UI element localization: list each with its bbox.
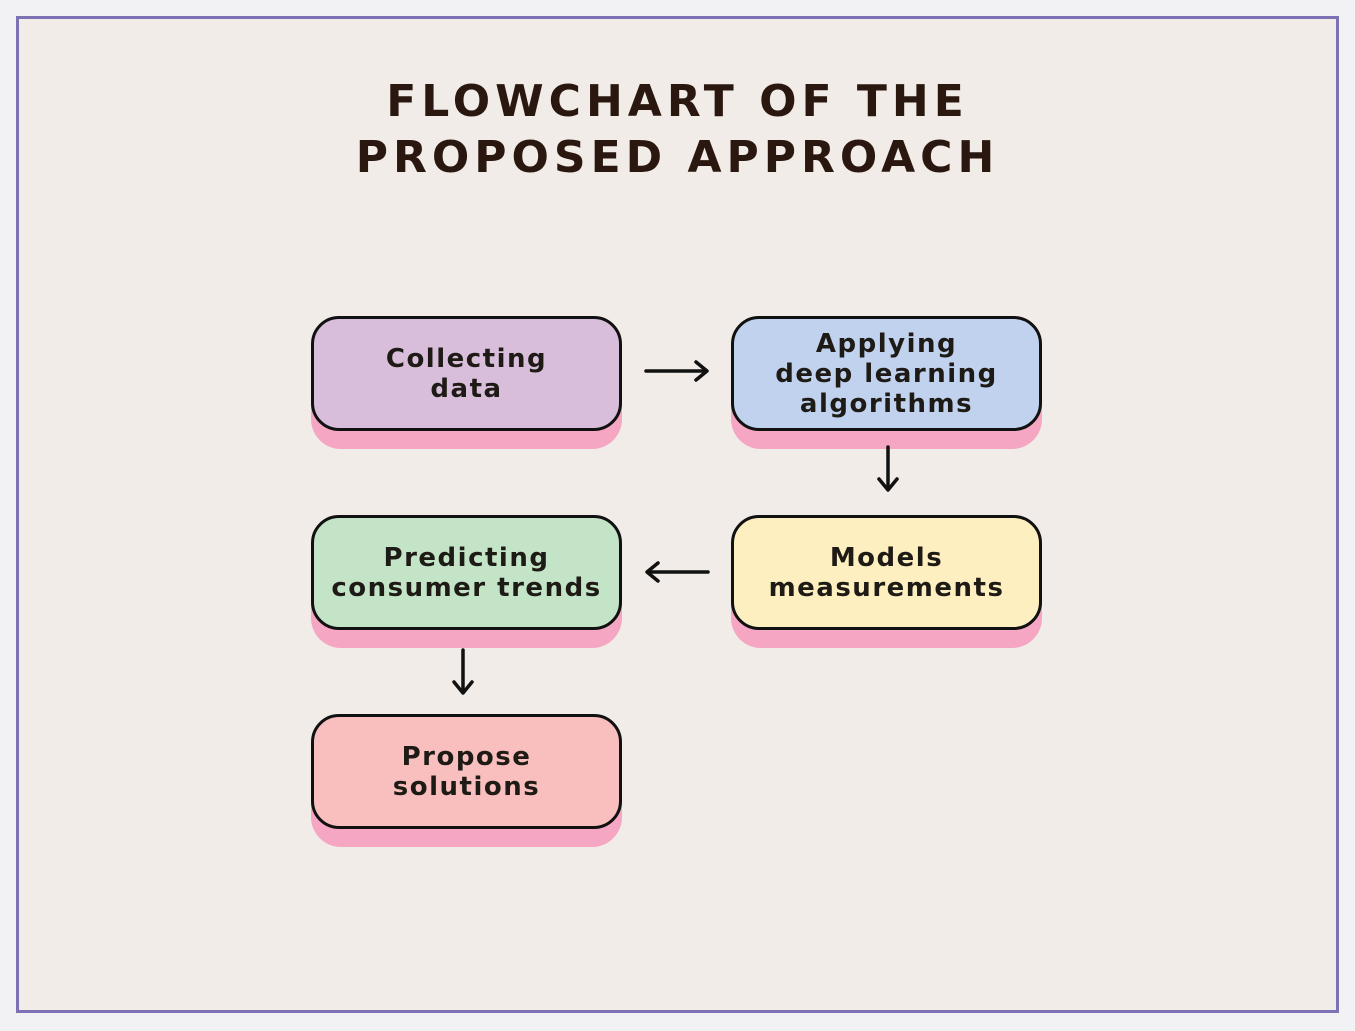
node-label-line: algorithms: [799, 388, 974, 419]
node-label-line: data: [430, 373, 503, 404]
node-label-line: Propose: [401, 741, 532, 772]
node-applying-deep-learning: Applying deep learning algorithms: [731, 316, 1042, 449]
diagram-frame: [16, 16, 1339, 1013]
node-box: Collecting data: [311, 316, 622, 431]
node-predicting-consumer-trends: Predicting consumer trends: [311, 515, 622, 648]
node-collecting-data: Collecting data: [311, 316, 622, 449]
node-label-line: solutions: [392, 771, 541, 802]
node-label-line: Collecting: [385, 343, 548, 374]
node-label-line: consumer trends: [331, 572, 602, 603]
node-label-line: Applying: [815, 328, 958, 359]
node-label-line: Models: [829, 542, 944, 573]
node-box: Models measurements: [731, 515, 1042, 630]
node-box: Propose solutions: [311, 714, 622, 829]
title-line-2: PROPOSED APPROACH: [355, 132, 1000, 183]
node-label-line: deep learning: [775, 358, 998, 389]
node-propose-solutions: Propose solutions: [311, 714, 622, 847]
node-box: Predicting consumer trends: [311, 515, 622, 630]
title-line-1: FLOWCHART OF THE: [386, 76, 969, 127]
node-label-line: measurements: [768, 572, 1005, 603]
node-models-measurements: Models measurements: [731, 515, 1042, 648]
node-box: Applying deep learning algorithms: [731, 316, 1042, 431]
node-label-line: Predicting: [383, 542, 550, 573]
